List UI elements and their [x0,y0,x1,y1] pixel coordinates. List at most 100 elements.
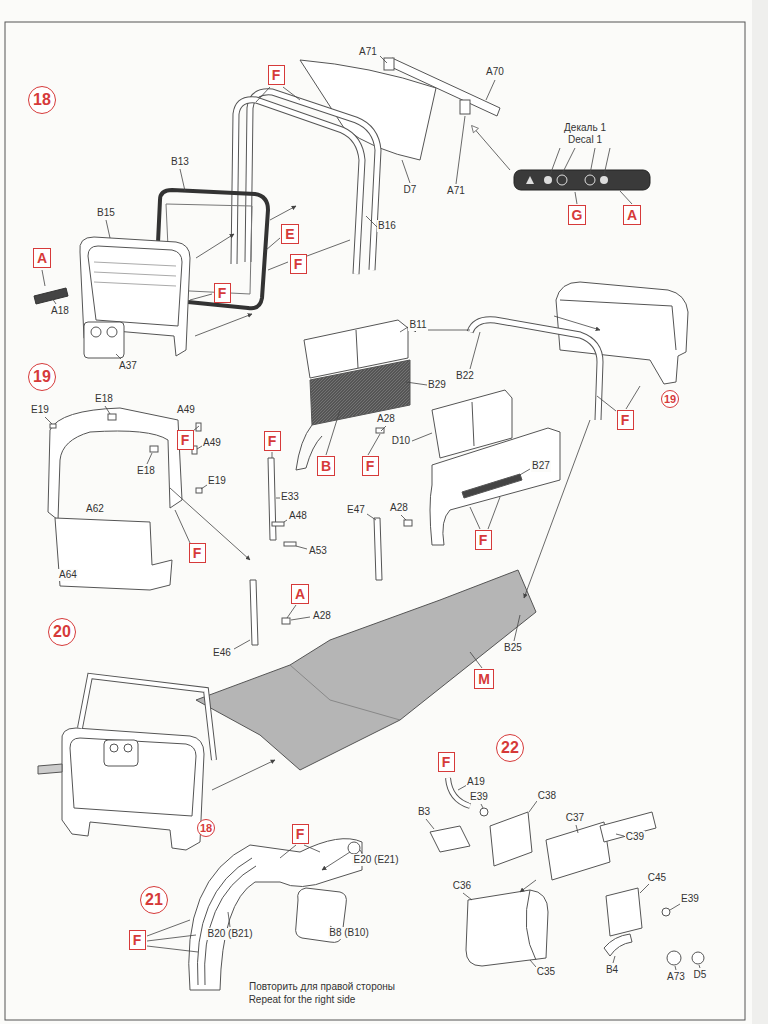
paint-code-box: A [33,248,51,268]
step-22-small-parts-part [604,934,632,956]
step-20-floor-assembly-part [250,580,258,645]
step-18-cab-front-part [234,100,362,274]
step-22-small-parts-part [480,808,488,816]
leader-lines-part [106,220,110,238]
part-label: E19 [30,404,50,416]
part-label: B16 [377,220,397,232]
paint-code: F [366,459,375,473]
step-21-fender-part [189,839,362,990]
paint-code: F [272,68,281,82]
leader-lines-part [116,354,121,359]
paper-sheet-part [5,22,745,1020]
leader-lines-part [463,893,472,900]
step-20-floor-assembly-part [282,618,290,624]
part-label: A49 [176,404,196,416]
step-19-body-panels-part [472,402,474,446]
part-label: C35 [536,966,556,978]
paint-code: F [218,286,227,300]
part-label: A37 [118,360,138,372]
leader-lines-part [406,382,427,385]
step-20-floor-assembly [38,458,536,850]
step-20-floor-assembly-part [80,676,214,760]
step-22-small-parts-part [692,952,704,964]
step-21-fender-part [205,866,256,985]
step-19-body-panels [48,282,688,590]
leader-lines-part [550,148,610,175]
leader-lines-part [234,640,250,649]
leader-lines-part [380,56,387,63]
part-label: A19 [466,776,486,788]
leader-lines-part [201,485,207,489]
leader-lines-part [175,510,190,543]
step-20-floor-assembly-part [196,570,536,770]
paint-code-box: F [290,254,307,274]
step-19-body-panels-part [50,424,56,428]
leader-lines-part [291,617,310,620]
step-19-body-panels-part [150,446,158,452]
step-20-floor-assembly-part [284,542,296,546]
part-label: E33 [280,491,300,503]
leader-lines-part [228,912,230,927]
assembly-arrows-part [472,126,510,170]
step-number-circle: 18 [197,819,215,837]
step-18-cab-front-part [526,176,534,184]
part-label: A28 [312,610,332,622]
part-label: Decal 1 [567,134,603,146]
leader-lines-part [426,819,434,829]
part-label: B8 (B10) [328,927,369,939]
step-19-body-panels-part [462,474,522,498]
step-number: 20 [53,624,71,640]
step-21-fender [189,839,362,990]
paint-code: F [479,533,488,547]
leader-lines-part [401,515,406,520]
assembly-arrows-part [270,206,296,220]
assembly-arrows-part [322,852,350,870]
leader-lines-part [486,80,495,100]
part-label: A28 [389,502,409,514]
leader-lines-part [284,520,287,522]
part-label: E46 [212,647,232,659]
leader-lines-part [52,298,56,304]
paint-code-box: F [129,930,146,950]
leader-lines-part [400,327,408,332]
part-label: C45 [647,872,667,884]
part-label: A62 [85,503,105,515]
part-label: B25 [503,642,523,654]
paint-code-box: F [292,824,309,844]
step-number-circle: 18 [28,86,56,114]
leader-lines-part [456,116,465,184]
part-label: D10 [391,435,411,447]
assembly-arrows-part [524,420,590,598]
step-18-cab-front-part [557,175,567,185]
step-number-circle: 21 [140,886,168,914]
part-label: B13 [170,156,190,168]
leader-lines-part [670,904,680,910]
leader-lines-part [518,469,530,476]
step-21-fender-part [197,858,252,985]
step-18-cab-front-part [94,262,176,286]
part-label: B11 [408,319,427,331]
step-18-cab-front-part [34,288,68,304]
assembly-arrows [170,126,600,892]
step-18-cab-front-part [88,246,182,326]
assembly-arrows-part [212,760,275,790]
step-18-cab-front-part [389,58,500,116]
paint-code: F [268,434,277,448]
part-label: A73 [666,971,686,983]
leader-lines-part [514,615,520,641]
step-18-cab-front-part [514,170,650,190]
step-22-small-parts-part [466,890,548,966]
step-19-body-panels-part [196,423,201,431]
paint-code-box: M [474,669,494,689]
part-label: D7 [403,184,418,196]
paint-code: F [181,433,190,447]
step-22-small-parts-part [667,951,681,965]
step-20-floor-assembly-part [110,744,118,752]
step-18-cab-front-part [585,175,595,185]
leader-lines-part [368,434,380,455]
leader-lines-part [575,191,632,204]
part-label: E39 [680,893,700,905]
part-label: E20 (E21) [352,854,399,866]
